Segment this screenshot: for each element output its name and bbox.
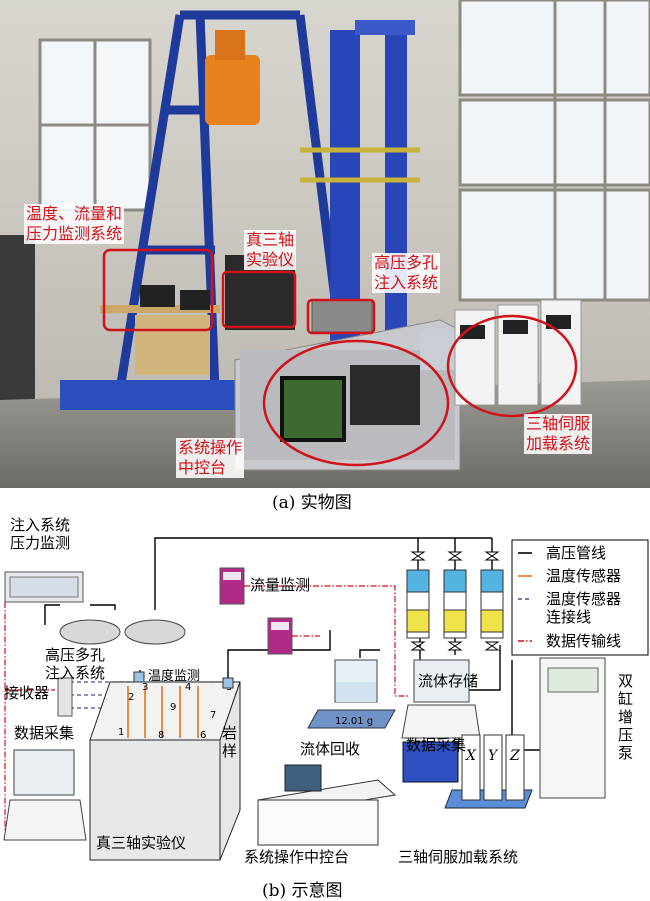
hoist — [205, 30, 260, 125]
label-triaxial: 真三轴实验仪 — [96, 834, 187, 852]
label-fluid-recovery: 流体回收 — [300, 740, 361, 758]
photo-callouts — [102, 248, 578, 467]
temp-monitor-nodes — [133, 671, 234, 689]
laptop-right — [401, 659, 481, 739]
storage-tanks — [406, 569, 504, 639]
base-platform — [60, 380, 250, 410]
sensor-label: 8 — [158, 730, 164, 741]
label-pump: 双 缸 增 压 泵 — [618, 672, 634, 762]
photo-label-injection: 高压多孔 注入系统 — [372, 253, 441, 293]
console-schematic — [256, 764, 397, 846]
sensor-label: 2 — [128, 692, 134, 703]
axis-x: X — [465, 748, 477, 764]
axis-labels: X Y Z — [465, 748, 520, 764]
scale-reading: 12.01 g — [335, 716, 373, 727]
label-daq-left: 数据采集 — [14, 724, 75, 742]
legend-lines — [518, 552, 532, 642]
label-rock-sample: 岩 样 — [222, 724, 238, 760]
window-left — [38, 38, 152, 212]
schematic-diagram: 12.01 g — [3, 537, 649, 861]
label-hp-injection: 高压多孔 注入系统 — [45, 646, 106, 682]
sensor-label: 7 — [210, 710, 216, 721]
injection-disks — [59, 619, 186, 645]
flow-meters — [219, 567, 293, 655]
beaker-scale — [307, 659, 396, 729]
injection-box — [311, 299, 373, 333]
caption-b: (b) 示意图 — [262, 881, 343, 901]
caption-a: (a) 实物图 — [272, 493, 352, 513]
servo-schematic — [402, 734, 533, 809]
sensor-label: 4 — [185, 682, 191, 693]
legend-item-data-line: 数据传输线 — [546, 632, 622, 650]
photo-label-servo: 三轴伺服 加载系统 — [524, 414, 593, 454]
sensor-label: 9 — [170, 702, 176, 713]
dual-cylinder-pump — [539, 657, 606, 799]
label-receiver: 接收器 — [4, 684, 50, 702]
laptops — [140, 285, 210, 310]
laptop-left — [3, 749, 87, 841]
temperature-sensors — [127, 686, 199, 738]
axis-y: Y — [488, 748, 499, 764]
legend-item-temp-sensor: 温度传感器 — [546, 567, 622, 585]
photo-label-console: 系统操作 中控台 — [176, 438, 245, 478]
legend-item-hp-line: 高压管线 — [546, 544, 607, 562]
label-flow-monitor: 流量监测 — [250, 576, 311, 594]
axis-z: Z — [509, 748, 520, 764]
door — [0, 235, 35, 415]
photo-label-monitor: 温度、流量和 压力监测系统 — [24, 204, 125, 244]
yellow-structure — [300, 147, 420, 183]
label-servo: 三轴伺服加载系统 — [398, 848, 519, 866]
sensor-label: 6 — [200, 730, 206, 741]
label-console: 系统操作中控台 — [244, 848, 350, 866]
legend-box — [511, 539, 649, 656]
valve-icons — [410, 551, 500, 651]
receiver-block — [57, 677, 73, 717]
label-temp-monitor: 温度监测 — [148, 669, 201, 684]
injection-pressure-display — [4, 571, 84, 603]
photo-label-triaxial: 真三轴 实验仪 — [244, 230, 297, 270]
label-fluid-storage: 流体存储 — [418, 672, 479, 690]
sensor-label: 3 — [142, 682, 148, 693]
label-injection-pressure: 注入系统 压力监测 — [10, 516, 71, 552]
sensor-label: 1 — [118, 727, 124, 738]
window-right — [458, 0, 650, 302]
label-daq-right: 数据采集 — [406, 736, 467, 754]
desk — [100, 305, 220, 375]
legend-item-sensor-wire: 温度传感器 连接线 — [546, 590, 622, 626]
